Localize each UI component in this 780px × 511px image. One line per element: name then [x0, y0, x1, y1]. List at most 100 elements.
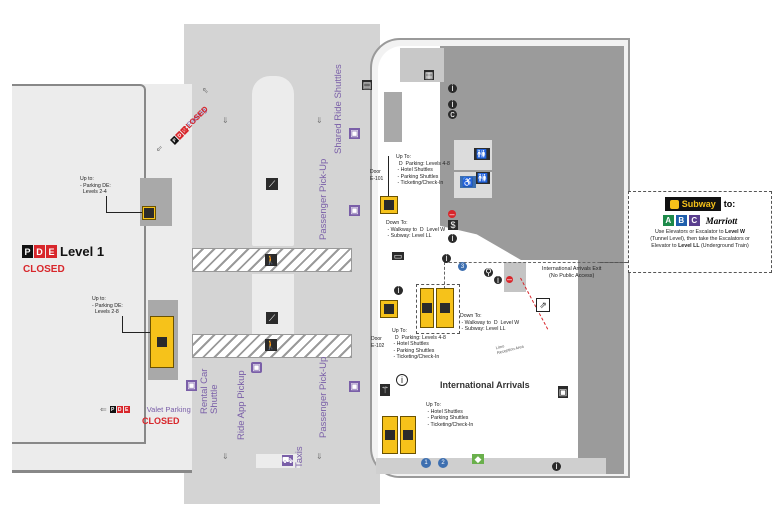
escalator-icon: ⟋: [266, 178, 278, 190]
e101-up-note: Up To: D Parking: Levels 4-8 - Hotel Shu…: [396, 154, 450, 187]
taxi-icon: ⛟: [281, 455, 294, 466]
info-icon: i: [448, 234, 457, 243]
elevator-icon: ⚚: [380, 384, 390, 396]
info-icon: i: [448, 100, 457, 109]
arrow-diag-icon: ⇙: [156, 144, 163, 153]
door-e102-label: Door E-102: [371, 336, 385, 349]
line-a-badge: A: [662, 215, 674, 226]
terminal-block-4: [376, 458, 606, 474]
shared-ride-label: Shared Ride Shuttles: [333, 64, 344, 154]
shuttle-icon: ▣: [186, 380, 197, 391]
marker-1: 1: [421, 458, 431, 468]
subway-instructions: Use Elevators or Escalator to Level W (T…: [650, 229, 750, 250]
note-leader-1: [106, 196, 147, 213]
exit-label-block: International Arrivals Exit (No Public A…: [542, 266, 601, 280]
marriott-logo: Marriott: [705, 215, 738, 226]
info-icon: i: [552, 462, 561, 471]
note-leader-2: [122, 316, 153, 333]
passenger-pickup-top: Passenger Pick-Up: [318, 158, 329, 240]
subway-callout: Subway to: A B C Marriott Use Elevators …: [628, 191, 772, 273]
info-icon: i: [396, 374, 408, 386]
level-label: Level 1: [60, 244, 105, 259]
exit-icon: ⇗: [536, 298, 550, 312]
shuttle-icon: ◆: [472, 454, 484, 464]
rental-car-label: Rental Car Shuttle: [199, 368, 220, 414]
restroom-icon: ♿: [460, 176, 476, 188]
exit-label: International Arrivals Exit: [542, 266, 602, 272]
arrow-down-icon: ⇓: [222, 116, 229, 125]
exit-dashed-line: [444, 262, 630, 263]
subway-title: Subway: [681, 199, 716, 209]
info-icon: i: [494, 275, 502, 284]
garage-outline: [12, 84, 146, 444]
e102-up-note: Up To: D Parking: Levels 4-8 - Hotel Shu…: [392, 328, 446, 361]
atm-icon: ▣: [558, 386, 568, 398]
arrivals-up-note: Up To: - Hotel Shuttles - Parking Shuttl…: [426, 402, 474, 428]
elevator-icon: [150, 316, 174, 368]
no-entry-icon: –: [448, 208, 456, 219]
shuttle-icon: ▣: [349, 205, 360, 216]
line-b-badge: B: [675, 215, 687, 226]
shuttle-icon: ▣: [251, 362, 262, 373]
marker-3: 3: [458, 262, 467, 271]
subway-icon: ▦: [424, 69, 434, 80]
subway-title-row: Subway to:: [633, 197, 767, 211]
escalator-icon: [420, 288, 434, 328]
subway-badge: Subway: [664, 197, 721, 211]
train-icon: [669, 199, 679, 209]
e101-leader: [388, 156, 389, 196]
info-icon: i: [442, 254, 451, 263]
marker-2: 2: [438, 458, 448, 468]
subway-lines-row: A B C Marriott: [633, 215, 767, 226]
terminal-block-2: [400, 48, 444, 82]
e101-down-note: Down To: - Walkway to D Level W - Subway…: [386, 220, 446, 240]
center-down-note: Down To: - Walkway to D Level W - Subway…: [460, 313, 520, 333]
passenger-pickup-bottom: Passenger Pick-Up: [318, 356, 329, 438]
median-island-top: [252, 76, 294, 246]
no-entry-icon: –: [506, 274, 513, 284]
escalator-icon: [436, 288, 454, 328]
shuttle-icon: ▣: [349, 128, 360, 139]
area-label: International Arrivals: [440, 380, 530, 390]
atm-icon: $: [448, 220, 458, 230]
center-escalator-group: [416, 284, 460, 334]
arrow-down-icon: ⇓: [316, 116, 323, 125]
parking-garage: [12, 84, 192, 473]
exit-sub: (No Public Access): [549, 273, 595, 279]
ride-app-label: Ride App Pickup: [236, 370, 247, 440]
atm-icon: ▭: [392, 250, 404, 261]
escalator-icon: [142, 206, 156, 220]
arrow-down-icon: ⇓: [222, 452, 229, 461]
arrow-diag-icon: ⇖: [202, 86, 209, 95]
terminal-block-1: [384, 92, 402, 142]
exit-dashed-vertical: [444, 262, 445, 294]
restroom-icon: 🚻: [474, 148, 490, 160]
arrow-left-icon: ⇐: [100, 405, 107, 414]
info-icon: i: [448, 84, 457, 93]
subway-title-suffix: to:: [723, 199, 736, 209]
elevator-icon: ▤: [362, 79, 372, 90]
escalator-icon: [400, 416, 416, 454]
line-c-badge: C: [688, 215, 700, 226]
elevator-icon: [380, 196, 398, 214]
info-icon: c: [448, 110, 457, 119]
escalator-icon: [382, 416, 398, 454]
elevator-icon: [380, 300, 398, 318]
info-icon: i: [394, 286, 403, 295]
level-status: CLOSED: [23, 264, 65, 275]
shuttle-icon: ▣: [349, 381, 360, 392]
restroom-icon: 🚻: [476, 172, 490, 184]
valet-label: Valet Parking: [146, 405, 191, 414]
callout-leader: [600, 262, 628, 263]
taxis-label: Taxis: [294, 446, 305, 468]
valet-status: CLOSED: [142, 416, 180, 426]
median-island-bottom: [252, 274, 294, 336]
garage-upper-note: Up to: - Parking DE: Levels 2-4: [80, 176, 111, 196]
walk-icon: ⚲: [484, 267, 493, 277]
walk-icon: 🚶: [265, 254, 277, 266]
arrow-down-icon: ⇓: [316, 452, 323, 461]
